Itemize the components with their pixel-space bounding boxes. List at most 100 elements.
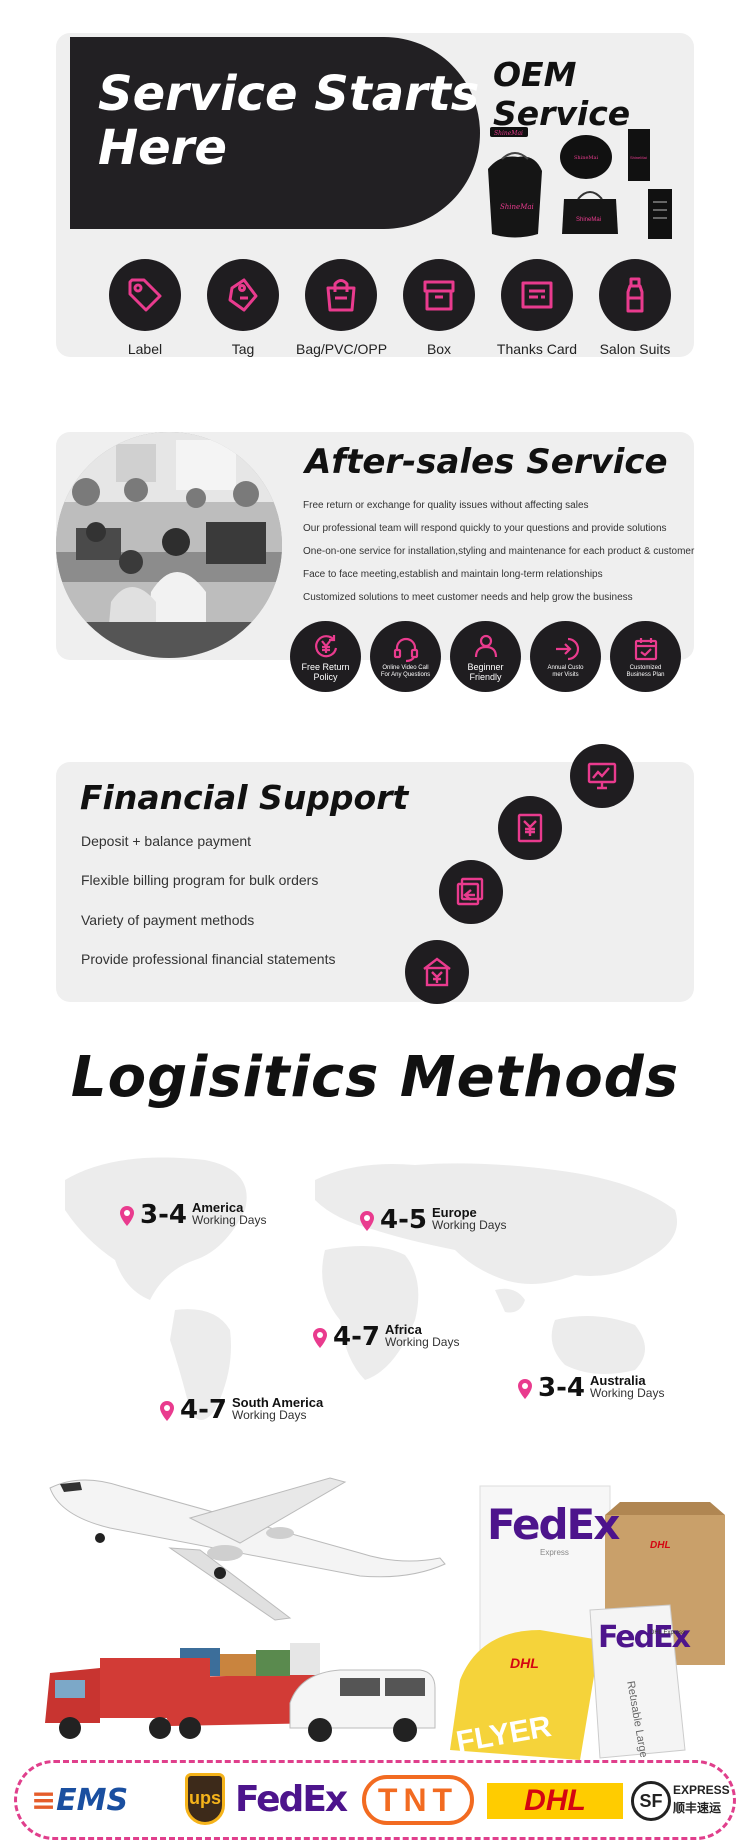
carriers-strip: ≡EMS ups FedEx TNT DHL SF EXPRESS 顺丰速运	[14, 1760, 736, 1840]
dhl-logo-text: DHL	[524, 1784, 586, 1817]
location-pin-icon	[120, 1206, 134, 1226]
hero-title-line2: Here	[98, 120, 227, 176]
working-days-label: Working Days	[384, 1335, 460, 1349]
sf-express-text: EXPRESS 顺丰速运	[673, 1781, 730, 1817]
oem-item-thanks-card[interactable]: Thanks Card	[492, 259, 582, 357]
fedex-logo: FedEx	[487, 1504, 620, 1546]
financial-line: Variety of payment methods	[81, 912, 255, 928]
location-pin-icon	[518, 1379, 532, 1399]
tnt-logo: TNT	[362, 1775, 474, 1825]
sf-logo-text: SF	[639, 1791, 663, 1811]
after-sales-line: Customized solutions to meet customer ne…	[303, 592, 633, 603]
location-pin-icon	[313, 1328, 327, 1348]
badge-line1: Annual Custo	[547, 664, 584, 671]
oem-item-bag[interactable]: Bag/PVC/OPP	[296, 259, 388, 357]
fedex-carrier-text: FedEx	[235, 1779, 348, 1820]
fedex-express-text: Express	[540, 1548, 569, 1557]
oem-title: OEM Service	[493, 55, 631, 133]
oem-item-salon-suits-text: Salon Suits	[599, 341, 671, 357]
badge-line1: Free Return	[301, 661, 350, 672]
region-name: Europe	[431, 1205, 477, 1220]
headset-icon	[393, 637, 418, 662]
region-name: South America	[231, 1395, 324, 1410]
after-sales-line: Free return or exchange for quality issu…	[303, 500, 589, 511]
badge-line1: Beginner	[467, 661, 504, 672]
location-pin-icon	[160, 1401, 174, 1421]
svg-text:ShineMai: ShineMai	[500, 203, 534, 211]
box-icon	[403, 259, 475, 331]
badge-line1: Online Video Call	[382, 664, 429, 671]
region-days: 4-7	[333, 1322, 380, 1352]
sf-logo: SF	[631, 1781, 671, 1821]
logistics-title: Logisitics Methods	[70, 1045, 680, 1110]
oem-item-tag-text: Tag	[231, 341, 255, 357]
badge-line2: Friendly	[469, 671, 502, 682]
packaging-products-image: ShineMai ShineMai ShineMai ShineMai Shin…	[488, 127, 672, 239]
oem-item-bag-text: Bag/PVC/OPP	[296, 341, 388, 357]
hang-tag-icon	[207, 259, 279, 331]
badge-line2: Policy	[313, 671, 338, 682]
after-sales-title: After-sales Service	[305, 442, 668, 482]
dhl-flyer-logo: DHL	[510, 1655, 539, 1671]
region-days: 3-4	[140, 1200, 187, 1230]
bottle-icon	[599, 259, 671, 331]
svg-text:ShineMai: ShineMai	[574, 155, 599, 161]
fedex-pak-logo: FedEx	[598, 1620, 691, 1655]
return-yen-icon	[314, 634, 337, 657]
oem-service-card: Service Starts Here OEM Service ShineMai…	[56, 33, 694, 357]
oem-item-label[interactable]: Label	[100, 259, 190, 357]
oem-item-thanks-card-text: Thanks Card	[496, 341, 578, 357]
payment-cards-icon	[439, 860, 503, 924]
svg-text:ShineMai: ShineMai	[576, 217, 601, 223]
dhl-logo: DHL	[487, 1783, 623, 1819]
dhl-box-logo: DHL	[650, 1540, 671, 1551]
transport-vehicles-image	[45, 1477, 446, 1742]
financial-statement-icon	[405, 940, 469, 1004]
badge-line2: Business Plan	[626, 671, 665, 678]
region-days: 3-4	[538, 1373, 585, 1403]
region-name: Africa	[384, 1322, 422, 1337]
chart-monitor-icon	[570, 744, 634, 808]
after-sales-line: One-on-one service for installation,styl…	[303, 546, 695, 557]
badge-line2: For Any Questions	[380, 671, 431, 678]
calendar-check-icon	[634, 637, 657, 660]
shopping-bag-icon	[305, 259, 377, 331]
world-map	[65, 1157, 677, 1420]
hero-title: Service Starts Here	[98, 67, 479, 175]
hero-title-line1: Service Starts	[98, 66, 480, 122]
ups-logo: ups	[185, 1773, 225, 1825]
oem-item-box[interactable]: Box	[394, 259, 484, 357]
svg-text:ShineMai: ShineMai	[630, 155, 647, 160]
financial-line: Provide professional financial statement…	[81, 951, 336, 967]
hero-banner: Service Starts Here	[70, 37, 480, 229]
oem-item-tag[interactable]: Tag	[198, 259, 288, 357]
region-days: 4-7	[180, 1395, 227, 1425]
oem-item-salon-suits[interactable]: Salon Suits	[590, 259, 680, 357]
financial-line: Flexible billing program for bulk orders	[81, 872, 319, 888]
yen-document-icon	[498, 796, 562, 860]
tnt-logo-text: TNT	[377, 1782, 459, 1818]
location-pin-icon	[360, 1211, 374, 1231]
visit-arrow-icon	[555, 637, 579, 660]
fedex-logo-text: FedEx	[487, 1500, 620, 1549]
badge-line1: Customized	[629, 664, 662, 671]
office-team-photo	[56, 432, 282, 658]
sf-express-cn: 顺丰速运	[673, 1801, 722, 1815]
dhl-box-express-text: DHL Express	[650, 1630, 686, 1636]
region-name: Australia	[589, 1373, 646, 1388]
